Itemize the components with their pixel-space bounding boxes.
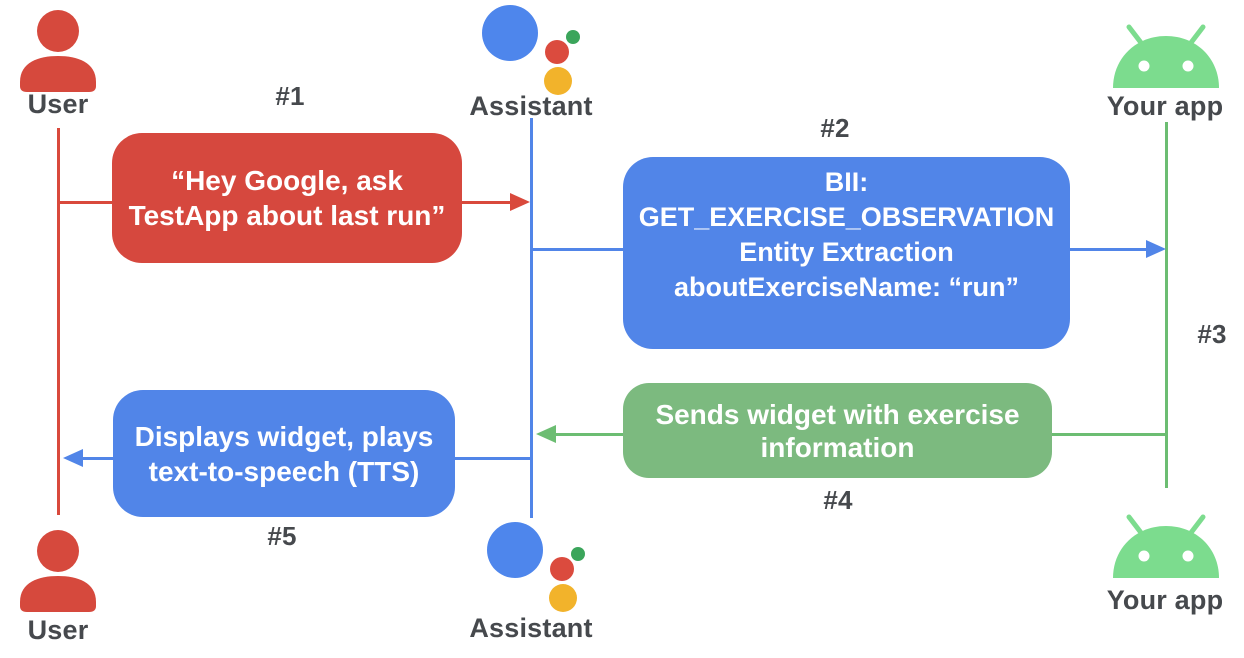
assistant-icon-top <box>482 5 580 95</box>
message-4-arrowhead-icon <box>536 425 556 443</box>
message-5-box: Displays widget, plays text-to-speech (T… <box>113 390 455 517</box>
message-2-text: GET_EXERCISE_OBSERVATION <box>638 202 1055 232</box>
step-4-label: #4 <box>823 485 853 515</box>
message-1-arrowhead-icon <box>510 193 530 211</box>
message-1-text: “Hey Google, ask <box>171 165 403 196</box>
message-4-text: Sends widget with exercise <box>655 398 1020 430</box>
user-lifeline <box>57 128 60 515</box>
assistant-label-bottom: Assistant <box>469 613 593 643</box>
step-2-label: #2 <box>820 113 850 143</box>
step-3-label: #3 <box>1197 319 1227 349</box>
message-2-box: BII: GET_EXERCISE_OBSERVATION Entity Ext… <box>623 157 1070 349</box>
message-2-text: BII: <box>824 167 869 197</box>
app-lifeline <box>1165 122 1168 488</box>
message-5-text: text-to-speech (TTS) <box>148 455 420 487</box>
message-1-text: TestApp about last run” <box>128 200 446 231</box>
assistant-icon-bottom <box>487 522 585 612</box>
app-label-top: Your app <box>1106 91 1224 121</box>
user-icon-top <box>20 10 96 92</box>
step-5-label: #5 <box>267 521 297 551</box>
message-1-box: “Hey Google, ask TestApp about last run” <box>112 133 462 263</box>
app-label-bottom: Your app <box>1106 585 1224 615</box>
user-label-bottom: User <box>27 615 89 645</box>
user-label-top: User <box>27 89 89 119</box>
assistant-label-top: Assistant <box>469 91 593 121</box>
message-2-text: Entity Extraction <box>739 237 954 267</box>
step-1-label: #1 <box>275 81 305 111</box>
assistant-lifeline <box>530 118 533 518</box>
message-4-text: information <box>760 431 915 463</box>
user-icon-bottom <box>20 530 96 612</box>
message-5-arrowhead-icon <box>63 449 83 467</box>
android-icon-bottom <box>1113 514 1219 578</box>
message-5-text: Displays widget, plays <box>134 420 434 452</box>
message-2-text: aboutExerciseName: “run” <box>673 272 1020 302</box>
android-icon-top <box>1113 24 1219 88</box>
message-2-arrowhead-icon <box>1146 240 1166 258</box>
message-4-box: Sends widget with exercise information <box>623 383 1052 478</box>
